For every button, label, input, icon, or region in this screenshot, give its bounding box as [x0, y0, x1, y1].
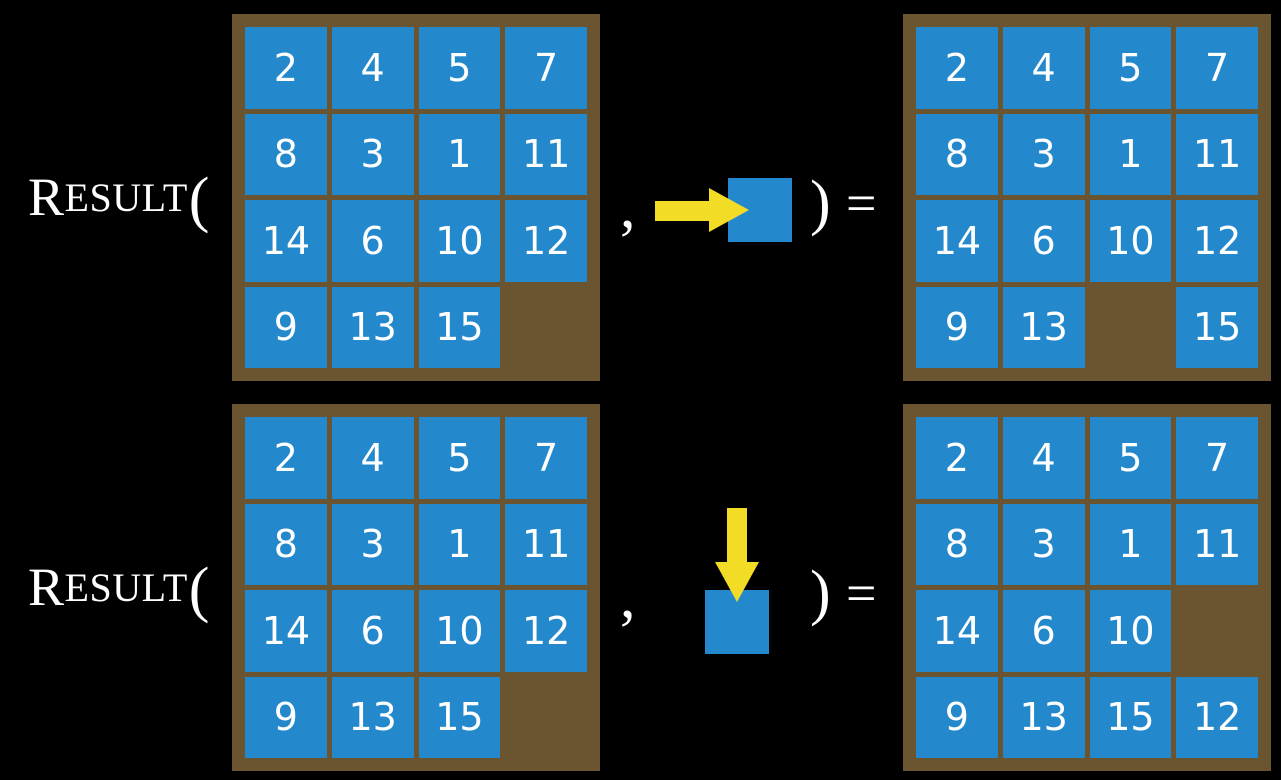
tile[interactable]: 14: [245, 200, 327, 282]
tile[interactable]: 1: [1089, 503, 1172, 585]
tile[interactable]: 13: [1002, 286, 1085, 368]
tile[interactable]: 7: [1176, 27, 1258, 109]
tile[interactable]: 10: [1089, 200, 1172, 282]
tile[interactable]: 6: [1002, 200, 1085, 282]
equation-row-1: R ESULT ( 2 4 5 7 8 3 1 11 14 6 10 12 9 …: [28, 14, 1271, 381]
arrow-head: [709, 188, 749, 232]
tile[interactable]: 7: [505, 27, 587, 109]
equation-row-2: R ESULT ( 2 4 5 7 8 3 1 11 14 6 10 12 9 …: [0, 390, 1281, 780]
tile[interactable]: 3: [331, 113, 414, 195]
result-small-caps-text: ESULT: [64, 565, 188, 610]
tile[interactable]: 11: [505, 113, 587, 195]
result-capital-letter: R: [28, 557, 65, 617]
tile[interactable]: 13: [331, 286, 414, 368]
arrow-shaft: [727, 508, 747, 570]
tile[interactable]: 11: [505, 503, 587, 585]
tile[interactable]: 15: [1176, 286, 1258, 368]
blank-tile[interactable]: [1176, 590, 1258, 672]
tile[interactable]: 9: [245, 286, 327, 368]
equals-sign: =: [846, 173, 877, 233]
tile[interactable]: 2: [916, 27, 998, 109]
argument-separator-comma: ,: [620, 173, 636, 241]
tile[interactable]: 12: [505, 590, 587, 672]
move-down-action-row-2[interactable]: [700, 508, 780, 658]
tile[interactable]: 1: [418, 503, 501, 585]
tile[interactable]: 13: [331, 676, 414, 758]
equals-sign: =: [846, 563, 877, 623]
open-paren: (: [188, 556, 210, 624]
tile[interactable]: 10: [418, 200, 501, 282]
tile[interactable]: 4: [1002, 417, 1085, 499]
tile[interactable]: 14: [916, 590, 998, 672]
tile[interactable]: 12: [1176, 200, 1258, 282]
blank-tile[interactable]: [505, 677, 587, 759]
tile[interactable]: 9: [916, 676, 998, 758]
tile[interactable]: 11: [1176, 503, 1258, 585]
tile[interactable]: 6: [331, 200, 414, 282]
tile[interactable]: 5: [1089, 417, 1172, 499]
output-board-row-1: 2 4 5 7 8 3 1 11 14 6 10 12 9 13 15: [903, 14, 1271, 381]
tile[interactable]: 13: [1002, 676, 1085, 758]
close-paren: ): [810, 559, 831, 627]
result-function-label-row-2: R ESULT (: [28, 554, 210, 624]
tile[interactable]: 7: [1176, 417, 1258, 499]
tile[interactable]: 10: [418, 590, 501, 672]
tile[interactable]: 5: [418, 417, 501, 499]
output-board-row-2: 2 4 5 7 8 3 1 11 14 6 10 9 13 15 12: [903, 404, 1271, 771]
move-right-action-row-1[interactable]: [655, 178, 800, 246]
tile[interactable]: 8: [245, 113, 327, 195]
tile[interactable]: 5: [418, 27, 501, 109]
tile[interactable]: 15: [1089, 676, 1172, 758]
tile[interactable]: 6: [1002, 590, 1085, 672]
input-board-row-1: 2 4 5 7 8 3 1 11 14 6 10 12 9 13 15: [232, 14, 600, 381]
tile[interactable]: 9: [245, 676, 327, 758]
tile[interactable]: 8: [916, 113, 998, 195]
close-paren: ): [810, 169, 831, 237]
input-board-row-2: 2 4 5 7 8 3 1 11 14 6 10 12 9 13 15: [232, 404, 600, 771]
tile[interactable]: 1: [1089, 113, 1172, 195]
argument-separator-comma: ,: [620, 563, 636, 631]
tile[interactable]: 6: [331, 590, 414, 672]
arrow-right-icon: [655, 188, 749, 232]
result-function-label-row-1: R ESULT (: [28, 164, 210, 234]
blank-tile[interactable]: [505, 287, 587, 369]
tile[interactable]: 15: [418, 286, 501, 368]
tile[interactable]: 14: [916, 200, 998, 282]
arrow-shaft: [655, 201, 717, 221]
tile[interactable]: 15: [418, 676, 501, 758]
arrow-down-icon: [715, 508, 759, 602]
tile[interactable]: 4: [331, 417, 414, 499]
tile[interactable]: 12: [1176, 676, 1258, 758]
tile[interactable]: 3: [1002, 113, 1085, 195]
tile[interactable]: 12: [505, 200, 587, 282]
tile[interactable]: 10: [1089, 590, 1172, 672]
tile[interactable]: 8: [916, 503, 998, 585]
tile[interactable]: 9: [916, 286, 998, 368]
tile[interactable]: 8: [245, 503, 327, 585]
tile[interactable]: 2: [245, 417, 327, 499]
tile[interactable]: 11: [1176, 113, 1258, 195]
tile[interactable]: 5: [1089, 27, 1172, 109]
tile[interactable]: 3: [331, 503, 414, 585]
open-paren: (: [188, 166, 210, 234]
tile[interactable]: 2: [245, 27, 327, 109]
tile[interactable]: 14: [245, 590, 327, 672]
result-capital-letter: R: [28, 167, 65, 227]
tile[interactable]: 7: [505, 417, 587, 499]
result-small-caps-text: ESULT: [64, 175, 188, 220]
tile[interactable]: 4: [1002, 27, 1085, 109]
arrow-head: [715, 562, 759, 602]
blank-tile[interactable]: [1090, 287, 1172, 369]
tile[interactable]: 3: [1002, 503, 1085, 585]
tile[interactable]: 2: [916, 417, 998, 499]
tile[interactable]: 1: [418, 113, 501, 195]
tile[interactable]: 4: [331, 27, 414, 109]
